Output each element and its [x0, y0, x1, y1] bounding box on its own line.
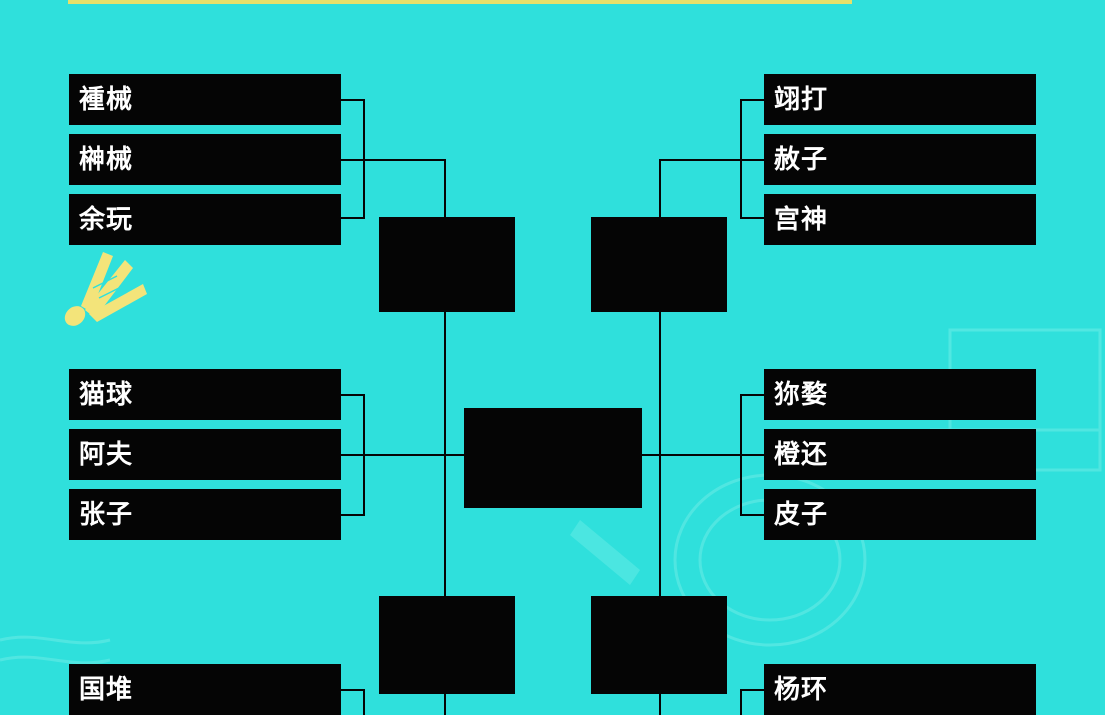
right-slot-7: 杨环: [764, 664, 1036, 715]
left-slot-1: 褈械: [69, 74, 341, 125]
right-slot-4: 狝婺: [764, 369, 1036, 420]
final-box: [464, 408, 642, 508]
right-slot-3: 宫神: [764, 194, 1036, 245]
left-round2-box-top: [379, 217, 515, 312]
top-accent-bar: [68, 0, 852, 4]
left-slot-2: 榊械: [69, 134, 341, 185]
left-slot-3: 余玩: [69, 194, 341, 245]
left-slot-6: 张子: [69, 489, 341, 540]
right-round2-box-top: [591, 217, 727, 312]
right-slot-5: 橙还: [764, 429, 1036, 480]
right-round2-box-bottom: [591, 596, 727, 694]
left-round2-box-bottom: [379, 596, 515, 694]
left-slot-7: 国堆: [69, 664, 341, 715]
right-slot-6: 皮子: [764, 489, 1036, 540]
left-slot-5: 阿夫: [69, 429, 341, 480]
right-slot-2: 赦子: [764, 134, 1036, 185]
right-slot-1: 翊打: [764, 74, 1036, 125]
left-slot-4: 猫球: [69, 369, 341, 420]
